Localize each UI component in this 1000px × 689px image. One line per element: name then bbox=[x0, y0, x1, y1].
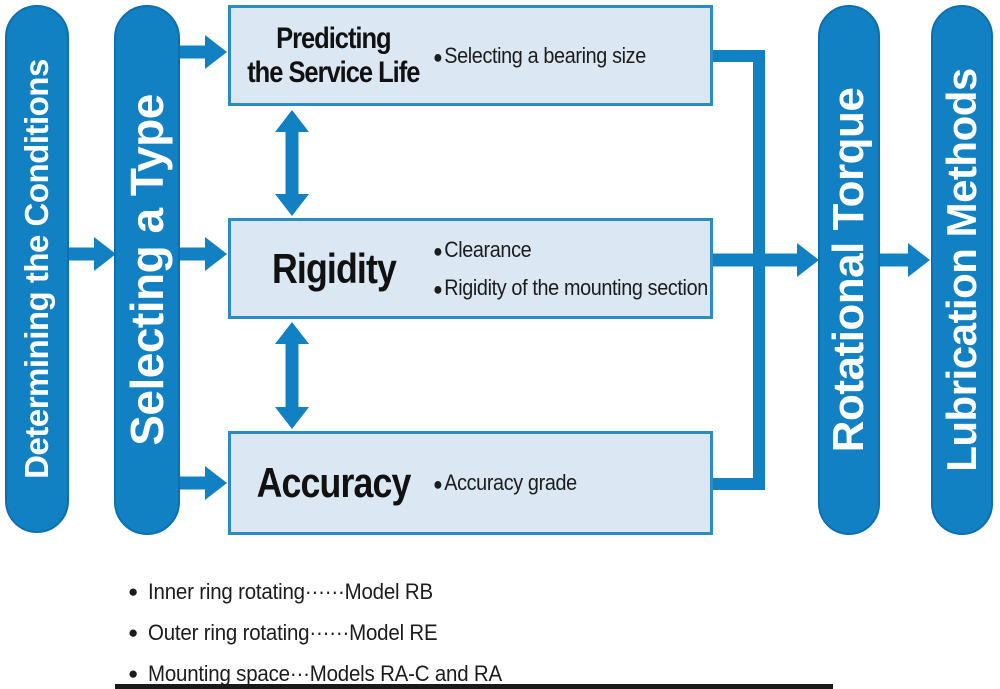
bullet-selecting-bearing-size-text: Selecting a bearing size bbox=[444, 42, 646, 68]
box-predicting-bullets: ●Selecting a bearing size bbox=[433, 8, 704, 103]
double-arrow-rigidity-accuracy bbox=[275, 322, 309, 429]
bullet-icon: ● bbox=[433, 240, 443, 261]
legend-outer-ring-rotating-text: Outer ring rotating······Model RE bbox=[148, 620, 438, 645]
bullet-clearance-text: Clearance bbox=[444, 236, 532, 262]
bullet-selecting-bearing-size: ●Selecting a bearing size bbox=[433, 37, 677, 75]
pill-selecting-a-type-label: Selecting a Type bbox=[121, 94, 173, 446]
box-rigidity-bullets: ●Clearance ●Rigidity of the mounting sec… bbox=[433, 221, 708, 316]
bullet-icon: ● bbox=[433, 46, 443, 67]
arrow-rotational-to-lubrication bbox=[876, 243, 930, 277]
arrow-selecting-to-rigidity bbox=[170, 237, 227, 271]
legend-mounting-space-text: Mounting space···Models RA-C and RA bbox=[148, 661, 503, 686]
box-accuracy: Accuracy ●Accuracy grade bbox=[228, 431, 713, 535]
box-rigidity-title-wrap: Rigidity bbox=[231, 221, 436, 316]
pill-rotational-torque: Rotational Torque bbox=[818, 5, 880, 535]
bullet-icon: ● bbox=[128, 623, 139, 642]
arrow-selecting-to-accuracy bbox=[170, 466, 227, 500]
legend-mounting-space: ● Mounting space···Models RA-C and RA bbox=[128, 661, 529, 687]
bullet-icon: ● bbox=[433, 278, 443, 299]
box-accuracy-title-wrap: Accuracy bbox=[231, 434, 436, 532]
pill-determining-conditions: Determining the Conditions bbox=[5, 5, 69, 533]
box-predicting-title-line1: Predicting bbox=[276, 21, 392, 55]
bullet-accuracy-grade: ●Accuracy grade bbox=[433, 464, 677, 502]
double-arrow-predicting-rigidity bbox=[275, 110, 309, 216]
box-rigidity: Rigidity ●Clearance ●Rigidity of the mou… bbox=[228, 218, 713, 319]
box-predicting-title-line2: the Service Life bbox=[247, 55, 420, 89]
box-accuracy-title: Accuracy bbox=[256, 459, 412, 506]
pill-selecting-a-type: Selecting a Type bbox=[114, 5, 180, 535]
model-legend: ● Inner ring rotating······Model RB ● Ou… bbox=[128, 579, 529, 689]
legend-inner-ring-rotating-text: Inner ring rotating······Model RB bbox=[148, 579, 434, 604]
box-predicting-service-life: Predicting the Service Life ●Selecting a… bbox=[228, 5, 713, 106]
box-predicting-title: Predicting the Service Life bbox=[231, 8, 436, 103]
bracket-boxes-join-line bbox=[713, 50, 765, 490]
bullet-icon: ● bbox=[433, 474, 443, 495]
box-accuracy-bullets: ●Accuracy grade bbox=[433, 434, 704, 532]
bullet-accuracy-grade-text: Accuracy grade bbox=[444, 470, 577, 496]
bullet-clearance: ●Clearance bbox=[433, 231, 677, 269]
pill-rotational-torque-label: Rotational Torque bbox=[824, 87, 873, 453]
bullet-rigidity-mounting-section-text: Rigidity of the mounting section bbox=[444, 274, 708, 300]
legend-outer-ring-rotating: ● Outer ring rotating······Model RE bbox=[128, 620, 529, 646]
arrow-selecting-to-predicting bbox=[170, 35, 227, 69]
box-rigidity-title: Rigidity bbox=[271, 244, 396, 292]
bullet-icon: ● bbox=[128, 582, 139, 601]
pill-lubrication-methods-label: Lubrication Methods bbox=[938, 68, 985, 472]
bottom-divider-bar bbox=[115, 684, 833, 689]
bullet-icon: ● bbox=[128, 664, 139, 683]
pill-determining-conditions-label: Determining the Conditions bbox=[18, 59, 55, 479]
arrow-boxes-to-rotational-torque bbox=[713, 243, 819, 277]
bullet-rigidity-mounting-section: ●Rigidity of the mounting section bbox=[433, 269, 708, 307]
arrow-determining-to-selecting bbox=[62, 237, 116, 271]
pill-lubrication-methods: Lubrication Methods bbox=[931, 5, 993, 535]
legend-inner-ring-rotating: ● Inner ring rotating······Model RB bbox=[128, 579, 529, 605]
